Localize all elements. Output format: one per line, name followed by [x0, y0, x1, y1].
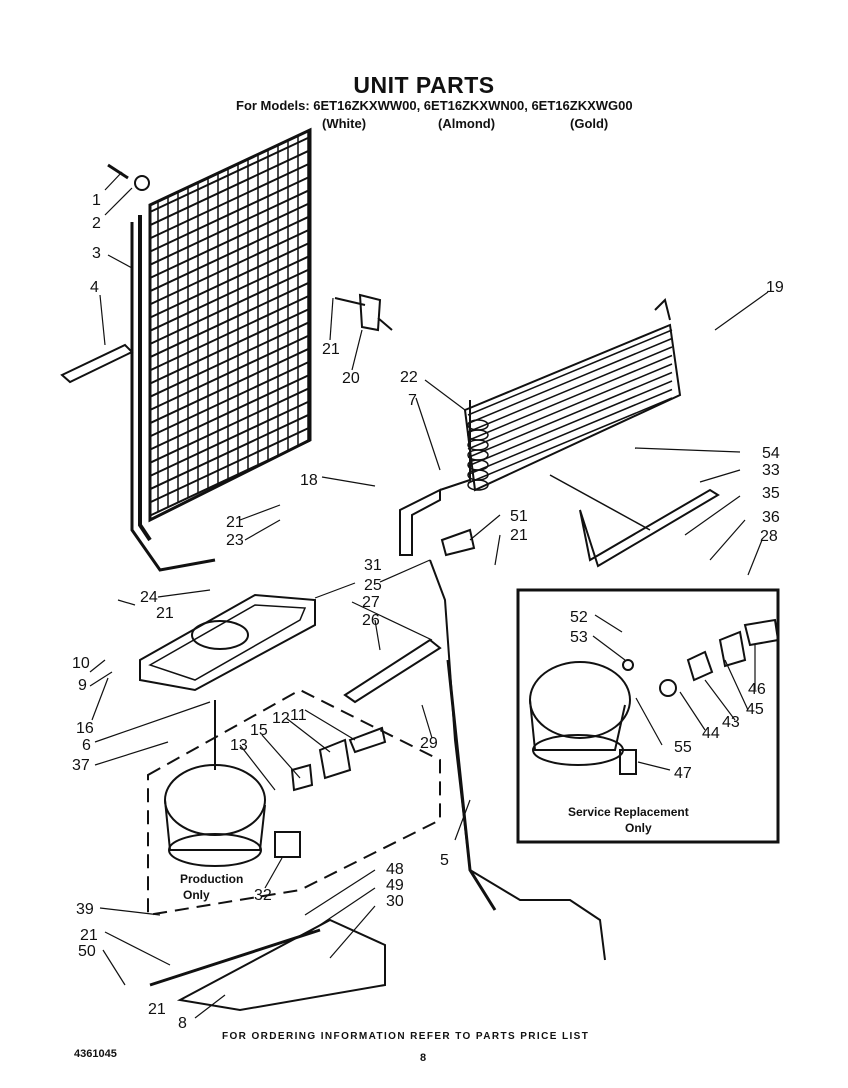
callout-47: 47 [674, 765, 692, 782]
callout-25: 25 [364, 577, 382, 594]
callout-9: 9 [78, 677, 87, 694]
callout-19: 19 [766, 279, 784, 296]
color-white-label: (White) [322, 116, 367, 131]
callout-39: 39 [76, 901, 94, 918]
callout-22: 22 [400, 369, 418, 386]
callout-24: 24 [140, 589, 158, 606]
callout-12: 12 [272, 710, 290, 727]
callout-11: 11 [290, 707, 307, 724]
callout-30: 30 [386, 893, 404, 910]
callout-23: 23 [226, 532, 244, 549]
callout-44: 44 [702, 725, 720, 742]
callout-32: 32 [254, 887, 272, 904]
production-only-label-1: Production [180, 872, 243, 886]
callout-21: 21 [80, 927, 98, 944]
callout-21: 21 [226, 514, 244, 531]
callout-6: 6 [82, 737, 91, 754]
drain-pan [139, 593, 316, 692]
production-compressor [164, 700, 266, 867]
callout-21: 21 [148, 1001, 166, 1018]
callout-21: 21 [322, 341, 340, 358]
callout-10: 10 [72, 655, 90, 672]
condenser-clip [60, 343, 134, 384]
page-number: 8 [420, 1052, 427, 1064]
callout-55: 55 [674, 739, 692, 756]
evaporator-coil [463, 298, 682, 492]
service-replacement-label-1: Service Replacement [568, 805, 689, 819]
callout-18: 18 [300, 472, 318, 489]
condenser-coil [130, 127, 312, 572]
callout-29: 29 [420, 735, 438, 752]
callout-8: 8 [178, 1015, 187, 1032]
callout-33: 33 [762, 462, 780, 479]
color-almond-label: (Almond) [438, 116, 496, 131]
callout-46: 46 [748, 681, 766, 698]
callout-51: 51 [510, 508, 528, 525]
document-number: 4361045 [74, 1048, 117, 1060]
callout-36: 36 [762, 509, 780, 526]
color-gold-label: (Gold) [570, 116, 609, 131]
callout-2: 2 [92, 215, 101, 232]
service-replacement-label-2: Only [625, 821, 652, 835]
callout-31: 31 [364, 557, 382, 574]
callout-7: 7 [408, 392, 417, 409]
callout-50: 50 [78, 943, 96, 960]
callout-54: 54 [762, 445, 780, 462]
callout-53: 53 [570, 629, 588, 646]
callout-48: 48 [386, 861, 404, 878]
callout-26: 26 [362, 612, 380, 629]
ordering-info-footer: FOR ORDERING INFORMATION REFER TO PARTS … [222, 1031, 590, 1042]
callout-21: 21 [510, 527, 528, 544]
callout-49: 49 [386, 877, 404, 894]
callout-4: 4 [90, 279, 99, 296]
callout-15: 15 [250, 722, 268, 739]
callout-43: 43 [722, 714, 740, 731]
callout-20: 20 [342, 370, 360, 387]
production-only-label-2: Only [183, 888, 210, 902]
callout-37: 37 [72, 757, 90, 774]
callout-28: 28 [760, 528, 778, 545]
callout-27: 27 [362, 594, 380, 611]
callout-52: 52 [570, 609, 588, 626]
callout-3: 3 [92, 245, 101, 262]
callout-16: 16 [76, 720, 94, 737]
callout-21: 21 [156, 605, 174, 622]
callout-5: 5 [440, 852, 449, 869]
service-compressor [529, 661, 631, 766]
models-line: For Models: 6ET16ZKXWW00, 6ET16ZKXWN00, … [236, 98, 633, 113]
callout-1: 1 [92, 192, 101, 209]
callout-35: 35 [762, 485, 780, 502]
callout-13: 13 [230, 737, 248, 754]
callout-45: 45 [746, 701, 764, 718]
page-title: UNIT PARTS [353, 72, 495, 98]
